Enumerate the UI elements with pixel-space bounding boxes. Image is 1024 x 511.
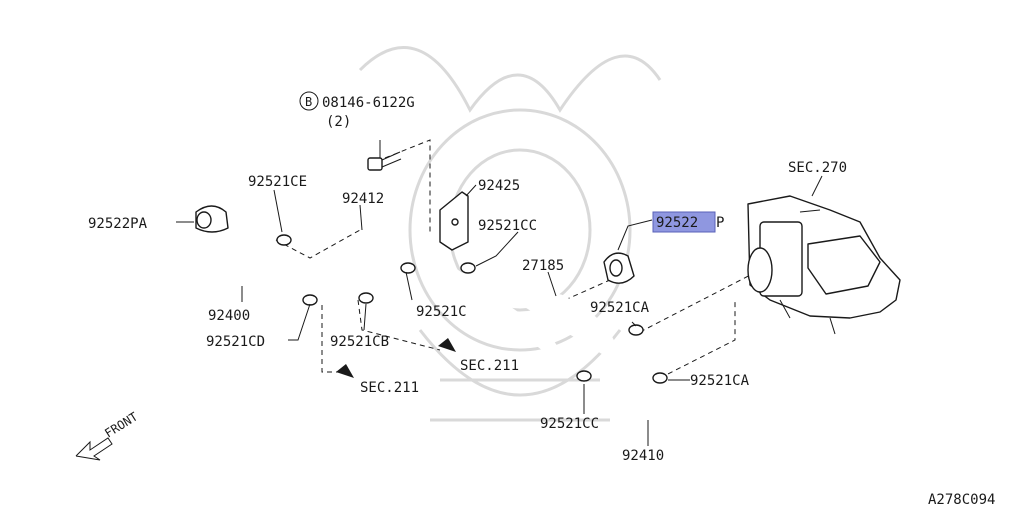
label-92400: 92400 — [208, 308, 250, 324]
label-92522PA: 92522PA — [88, 216, 148, 232]
hose-92400 — [230, 225, 303, 303]
part-labels: B 08146-6122G (2) 92425 92412 92521CE 92… — [88, 91, 995, 508]
label-92521CC-top: 92521CC — [478, 218, 537, 234]
bolt-circle-letter: B — [305, 95, 312, 109]
clamp-92522PA — [195, 205, 229, 233]
front-arrow — [75, 437, 113, 461]
label-92521CE: 92521CE — [248, 174, 307, 190]
label-92521CB: 92521CB — [330, 334, 389, 350]
label-92521CA-1: 92521CA — [590, 300, 650, 316]
bolt-08146 — [367, 140, 402, 171]
pipe-27185 — [414, 244, 626, 376]
label-92522P-suffix: P — [716, 215, 724, 231]
sec211-arrow-a — [336, 364, 354, 378]
heater-unit-sec270 — [747, 195, 901, 335]
highlight-92522P — [652, 211, 716, 233]
label-92521C: 92521C — [416, 304, 467, 320]
label-92521CC-bottom: 92521CC — [540, 416, 599, 432]
hose-92410 — [625, 393, 657, 425]
hose-clamps — [276, 234, 668, 384]
bolt-circle-mark — [299, 91, 319, 111]
label-sec270: SEC.270 — [788, 160, 847, 176]
label-92521CA-2: 92521CA — [690, 373, 750, 389]
label-92425: 92425 — [478, 178, 520, 194]
leader-lines — [176, 175, 823, 446]
label-92521CD: 92521CD — [206, 334, 265, 350]
sec211-arrow-b — [438, 338, 456, 352]
label-front: FRONT — [102, 410, 140, 441]
label-sec211-a: SEC.211 — [360, 380, 419, 396]
label-bolt-qty: (2) — [326, 114, 351, 130]
label-08146-6122G: 08146-6122G — [322, 95, 415, 111]
hose-92412 — [329, 231, 407, 301]
label-92410: 92410 — [622, 448, 664, 464]
bracket-92425 — [439, 191, 469, 251]
dashed-leaders — [275, 139, 761, 379]
label-sec211-b: SEC.211 — [460, 358, 519, 374]
label-92412: 92412 — [342, 191, 384, 207]
label-27185: 27185 — [522, 258, 564, 274]
label-diagram-code: A278C094 — [928, 492, 995, 508]
clamp-92522P — [603, 252, 635, 284]
label-92522P: 92522 — [656, 215, 698, 231]
